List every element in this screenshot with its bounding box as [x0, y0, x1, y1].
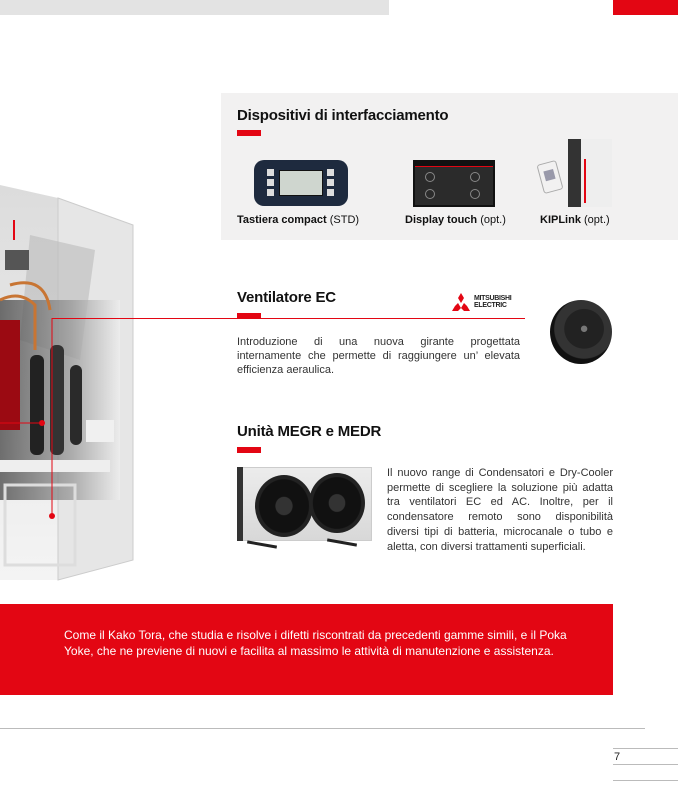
mitsubishi-diamonds-icon	[452, 293, 470, 311]
fan-title: Ventilatore EC	[237, 289, 336, 306]
kiplink-unit-image	[568, 139, 612, 207]
fan-description: Introduzione di una nuova girante proget…	[237, 336, 520, 376]
touch-display-image	[413, 160, 495, 207]
callout-text: Come il Kako Tora, che studia e risolve …	[64, 628, 567, 658]
callout-line	[52, 318, 525, 319]
machine-illustration	[0, 185, 134, 581]
page-number-rule-bottom	[613, 780, 678, 781]
title-accent-bar	[237, 447, 261, 453]
caption-display: Display touch (opt.)	[405, 214, 506, 226]
page-number: 7	[614, 751, 621, 763]
interface-title: Dispositivi di interfacciamento	[237, 107, 449, 124]
page-number-rule-mid	[613, 764, 678, 765]
title-accent-bar	[237, 130, 261, 136]
fan-image	[550, 300, 612, 364]
callout-box	[0, 604, 613, 695]
header-red-tab	[613, 0, 678, 15]
title-accent-bar	[237, 313, 261, 319]
caption-keypad: Tastiera compact (STD)	[237, 214, 360, 226]
header-gray-bar	[0, 0, 389, 15]
page-number-rule-top	[613, 748, 678, 749]
keypad-image	[254, 160, 348, 206]
caption-kiplink: KIPLink (opt.)	[540, 214, 610, 226]
units-title: Unità MEGR e MEDR	[237, 423, 382, 440]
units-description: Il nuovo range di Condensatori e Dry-Coo…	[387, 467, 613, 553]
drycooler-image	[237, 467, 380, 553]
footer-divider	[0, 728, 645, 729]
